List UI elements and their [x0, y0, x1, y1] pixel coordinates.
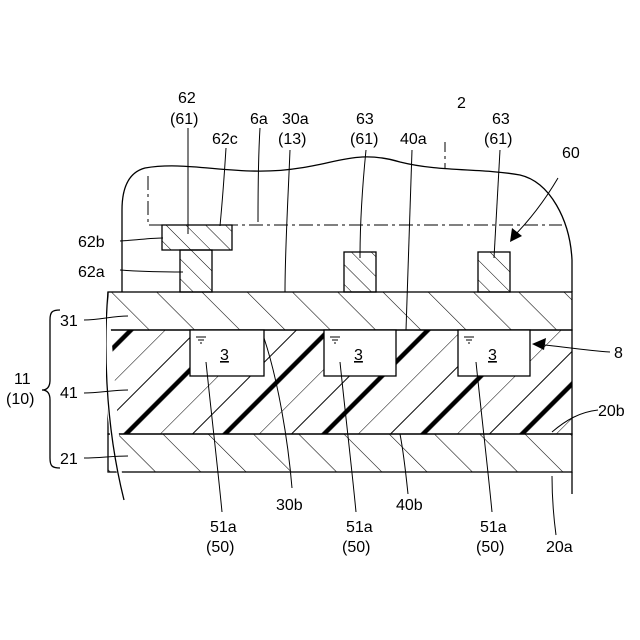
- layer-21: [108, 434, 572, 472]
- label-63-right-61: (61): [484, 131, 512, 148]
- dash-dot-boundary: [148, 176, 562, 225]
- label-62c: 62c: [212, 131, 238, 148]
- leader-20a: [552, 476, 556, 535]
- label-30b: 30b: [276, 497, 303, 514]
- label-2: 2: [457, 95, 466, 112]
- label-62b: 62b: [78, 234, 105, 251]
- label-51a-2: 51a: [346, 519, 373, 536]
- label-62: 62: [178, 90, 196, 107]
- label-62-61: (61): [170, 111, 198, 128]
- label-62a: 62a: [78, 264, 105, 281]
- label-8: 8: [614, 345, 623, 362]
- label-20a: 20a: [546, 539, 573, 556]
- label-3-left: 3: [220, 347, 229, 364]
- arrow-60: [512, 178, 558, 238]
- label-50-1: (50): [206, 539, 234, 556]
- leader-63-right: [494, 150, 500, 258]
- label-6a: 6a: [250, 111, 268, 128]
- label-31: 31: [60, 313, 78, 330]
- leader-63-left: [360, 150, 366, 258]
- label-41: 41: [60, 385, 78, 402]
- label-40b: 40b: [396, 497, 423, 514]
- electrode-62a-pillar: [180, 250, 212, 292]
- label-3-right: 3: [488, 347, 497, 364]
- leader-30a: [285, 150, 290, 292]
- label-30a-13: (13): [278, 131, 306, 148]
- label-50-3: (50): [476, 539, 504, 556]
- label-60: 60: [562, 145, 580, 162]
- label-50-2: (50): [342, 539, 370, 556]
- label-51a-3: 51a: [480, 519, 507, 536]
- label-21: 21: [60, 451, 78, 468]
- label-40a: 40a: [400, 131, 427, 148]
- label-11: 11: [14, 371, 31, 388]
- leader-62b: [120, 238, 163, 241]
- label-51a-1: 51a: [210, 519, 237, 536]
- layer-31: [108, 292, 572, 330]
- label-3-middle: 3: [354, 347, 363, 364]
- label-63-right: 63: [492, 111, 510, 128]
- leader-62a: [120, 270, 183, 272]
- leader-62c: [220, 148, 226, 226]
- electrode-62b-cap: [162, 225, 232, 250]
- label-10: (10): [6, 391, 34, 408]
- label-63-left: 63: [356, 111, 374, 128]
- label-63-left-61: (61): [350, 131, 378, 148]
- leader-6a: [258, 128, 260, 222]
- label-20b: 20b: [598, 403, 625, 420]
- label-30a: 30a: [282, 111, 309, 128]
